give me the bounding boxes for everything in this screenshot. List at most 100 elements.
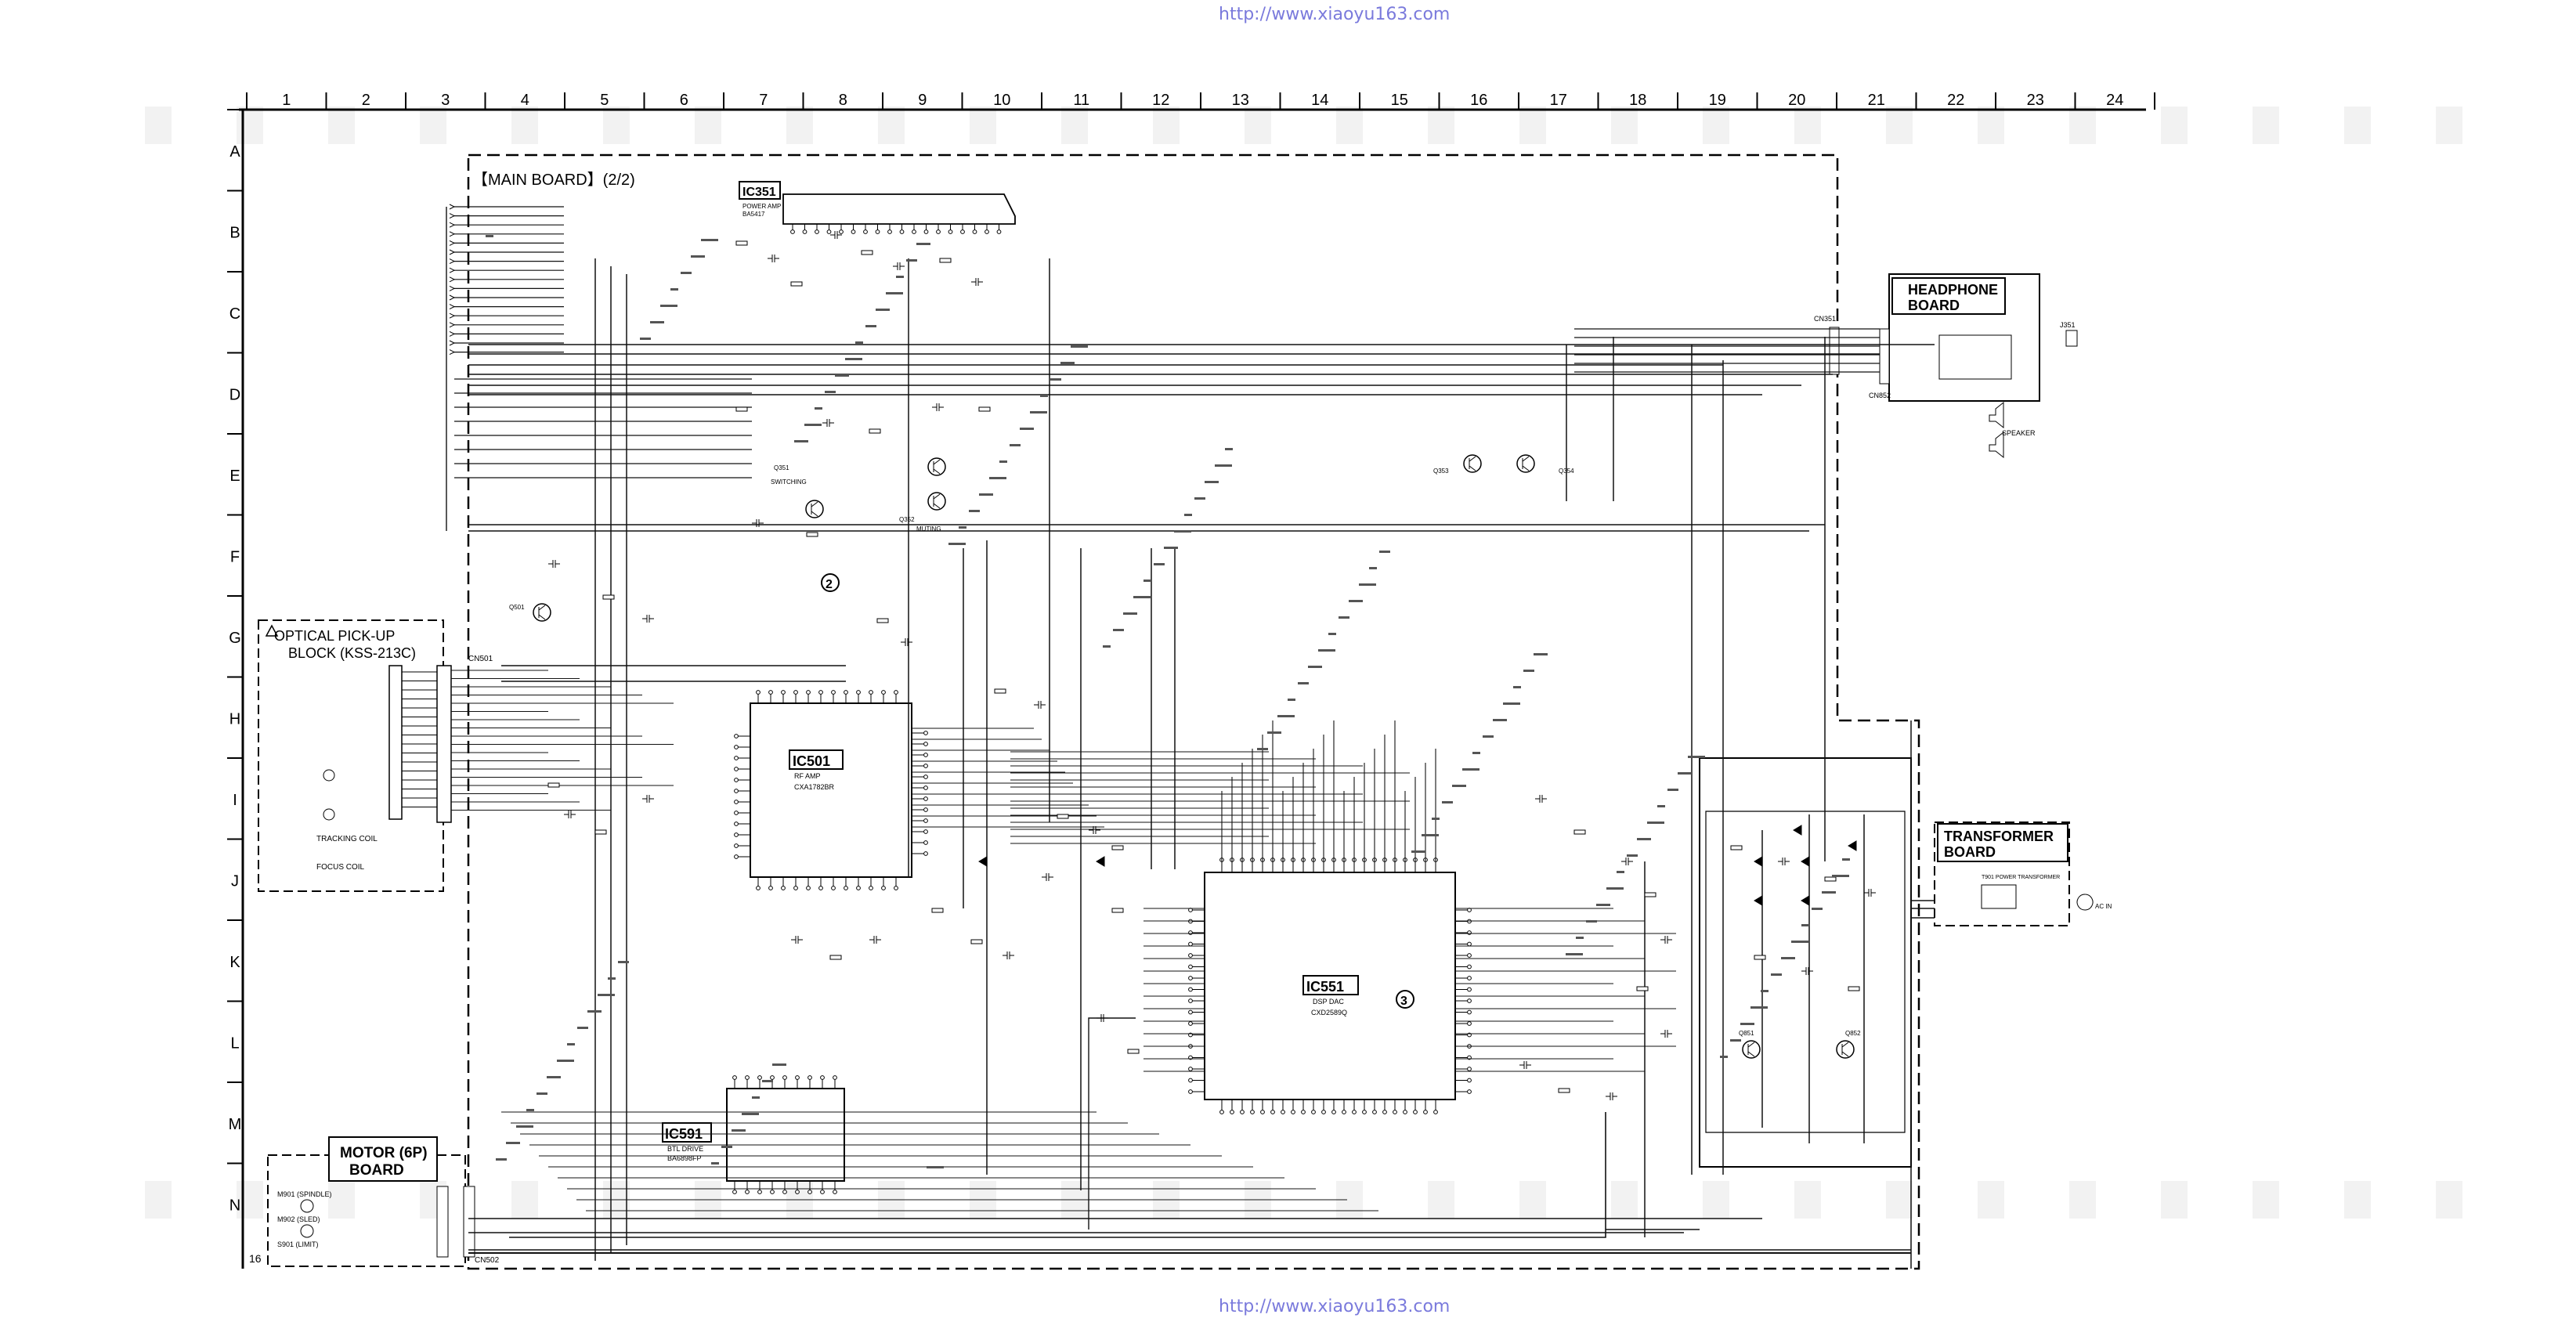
transistor-leads <box>1522 456 1530 471</box>
faint-watermark-glyph <box>1886 107 1913 144</box>
ic-pin-node <box>923 753 928 757</box>
capacitor <box>768 255 779 262</box>
value-mark <box>1771 973 1782 976</box>
value-mark <box>567 1043 575 1045</box>
capacitor <box>971 278 983 286</box>
value-mark <box>650 321 664 323</box>
faint-watermark-glyph <box>237 107 263 144</box>
value-mark <box>1678 772 1692 775</box>
column-label: 13 <box>1232 92 1249 109</box>
capacitor <box>752 519 764 527</box>
transistor-leads <box>1469 456 1476 471</box>
ac-plug-icon <box>2076 894 2094 911</box>
resistor <box>869 428 881 434</box>
ic351-power-amp: IC351 POWER AMP BA5417 <box>739 181 1016 234</box>
ic-pin-node <box>1188 1067 1193 1071</box>
value-mark <box>969 510 980 512</box>
row-label: N <box>229 1197 240 1214</box>
resistor <box>594 829 607 835</box>
ic-pin-node <box>734 756 739 760</box>
faint-watermark-glyph <box>878 107 905 144</box>
capacitor <box>1660 1030 1672 1038</box>
value-mark <box>1801 924 1809 926</box>
value-mark <box>1318 649 1335 652</box>
ic-pin-node <box>1230 1110 1234 1114</box>
transistor-leads <box>933 493 941 509</box>
focus-coil-label: FOCUS COIL <box>316 863 365 872</box>
value-mark <box>1174 530 1191 533</box>
bottom-watermark-url: http://www.xiaoyu163.com <box>1219 1297 1451 1316</box>
ic-pin-node <box>869 690 873 695</box>
faint-watermark-glyph <box>1519 1181 1546 1219</box>
ic-pin-node <box>1240 1110 1245 1114</box>
resistor <box>931 908 944 913</box>
ic-pin-node <box>756 690 761 695</box>
arrow-icon <box>449 285 456 291</box>
row-label: I <box>233 792 237 809</box>
column-label: 3 <box>441 92 450 109</box>
motor-board-title-2: BOARD <box>349 1162 404 1179</box>
value-mark <box>1020 428 1034 430</box>
resistor <box>994 688 1006 694</box>
value-mark <box>1133 596 1151 598</box>
value-mark <box>640 338 651 340</box>
q353-label: Q353 <box>1433 468 1449 475</box>
faint-watermark-glyph <box>145 107 172 144</box>
transistor <box>533 603 551 622</box>
value-mark <box>711 1162 719 1165</box>
value-mark <box>1379 551 1390 553</box>
value-mark <box>1483 735 1494 738</box>
muting-label: MUTING <box>916 525 941 533</box>
ic-pin-node <box>1188 1021 1193 1026</box>
value-mark <box>1472 752 1480 754</box>
faint-watermark-glyph <box>603 107 630 144</box>
column-label: 1 <box>282 92 291 109</box>
ic-pin-node <box>1281 1110 1285 1114</box>
warning-triangle-icon <box>265 624 279 637</box>
value-mark <box>618 961 629 963</box>
row-label: F <box>230 548 240 565</box>
ic-pin-node <box>790 229 795 234</box>
ic-pin-node <box>793 690 798 695</box>
value-mark <box>486 235 493 237</box>
column-label: 18 <box>1629 92 1646 109</box>
value-mark <box>1791 941 1808 943</box>
faint-watermark-glyph <box>1703 107 1729 144</box>
value-mark <box>1667 789 1678 791</box>
ic-pin-node <box>1467 1021 1472 1026</box>
ic-pin-node <box>807 1190 812 1194</box>
ic-pin-node <box>936 229 941 234</box>
faint-watermark-glyph <box>2436 1181 2462 1219</box>
value-mark <box>1267 731 1281 734</box>
diode <box>1793 825 1802 836</box>
capacitor <box>1535 795 1547 803</box>
value-mark <box>959 526 966 529</box>
capacitor <box>642 615 654 623</box>
ic-pin-node <box>734 811 739 815</box>
value-mark <box>1411 850 1425 853</box>
ic-pin-node <box>923 818 928 823</box>
ic-pin-node <box>923 764 928 768</box>
ic-pin-node <box>781 886 786 890</box>
ic-pin-node <box>734 854 739 859</box>
ic-pin-node <box>795 1075 800 1080</box>
faint-watermark-glyph <box>2344 107 2371 144</box>
cn501-label: CN501 <box>468 655 493 663</box>
diode <box>1096 856 1105 867</box>
resistor <box>1754 955 1766 960</box>
value-mark <box>547 1076 561 1078</box>
ac-label: AC IN <box>2095 903 2112 910</box>
power-supply-outline <box>1699 757 1912 1168</box>
ic-pin-node <box>1188 1089 1193 1094</box>
resistor <box>1636 986 1649 991</box>
column-label: 14 <box>1311 92 1328 109</box>
arrow-icon <box>449 249 456 255</box>
value-mark <box>835 374 849 377</box>
faint-watermark-glyph <box>2069 1181 2096 1219</box>
ic-pin-node <box>1352 1110 1357 1114</box>
value-mark <box>1432 818 1440 820</box>
s901-label: S901 (LIMIT) <box>277 1240 319 1248</box>
ic-pin-node <box>793 886 798 890</box>
resistor <box>1057 814 1069 819</box>
